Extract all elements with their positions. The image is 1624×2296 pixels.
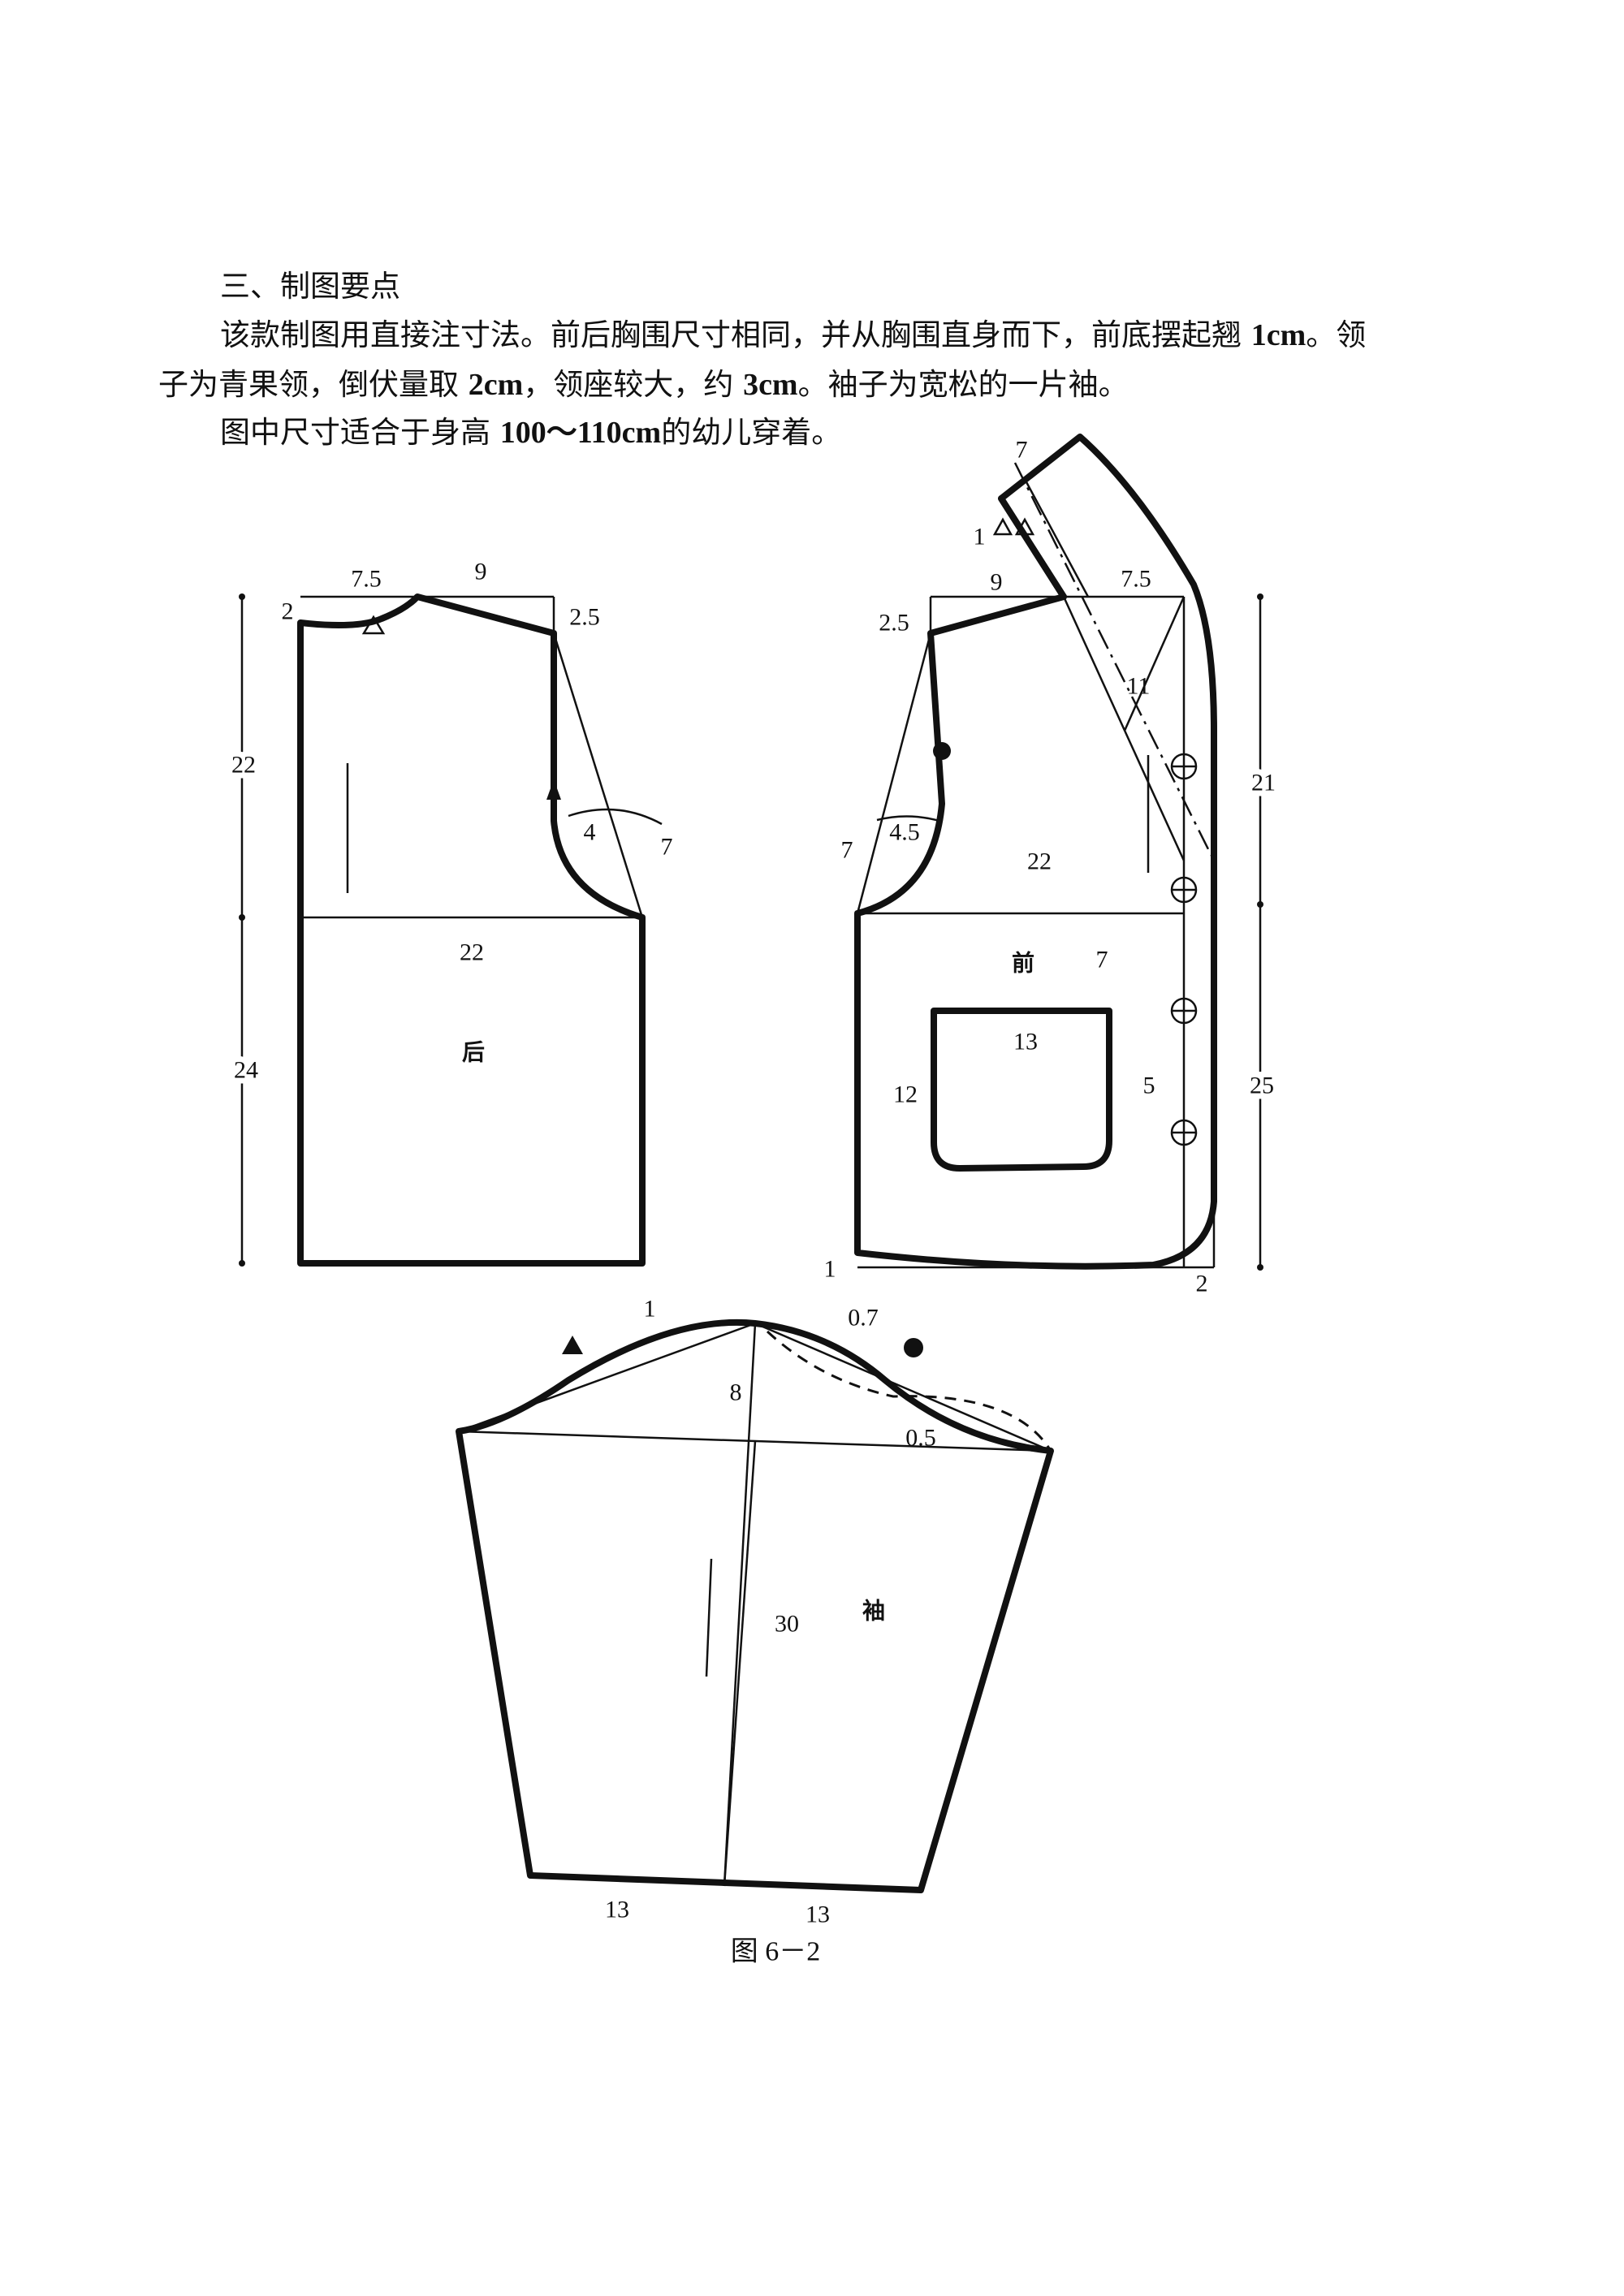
- dim-label: 13: [1013, 1029, 1038, 1055]
- dim-label: 13: [605, 1897, 629, 1923]
- button-icon: [1170, 997, 1198, 1025]
- dim-label: 13: [806, 1901, 830, 1928]
- section-heading: 三、制图要点: [220, 269, 400, 304]
- value: 2cm: [468, 368, 524, 402]
- dim-label: 7.5: [1121, 566, 1151, 593]
- dim-label: 7: [841, 837, 853, 864]
- value: 100～110cm: [499, 416, 662, 450]
- text: 子为青果领，倒伏量取: [158, 367, 459, 402]
- triangle-mark-icon: [992, 517, 1013, 536]
- dim-label: 8: [730, 1379, 742, 1406]
- dim-label: 9: [991, 569, 1003, 596]
- dim-label: 0.7: [848, 1305, 879, 1331]
- text: 。领: [1306, 317, 1367, 352]
- triangle-notch-icon: [562, 1336, 583, 1354]
- dim-label: 2: [282, 598, 294, 625]
- dim-label: 11: [1127, 673, 1151, 700]
- dim-label: 5: [1143, 1072, 1155, 1099]
- dim-label: 22: [460, 939, 484, 966]
- dim-label: 4.5: [889, 819, 920, 846]
- dim-label: 7: [661, 834, 673, 861]
- dim-label: 2.5: [879, 610, 909, 637]
- dim-label: 7.5: [351, 566, 382, 593]
- dim-label: 22: [1027, 848, 1052, 875]
- triangle-notch-icon: [546, 779, 561, 800]
- figure-caption: 图 6－2: [731, 1937, 821, 1967]
- dim-label: 1: [974, 524, 986, 550]
- paragraph-line-2: 子为青果领，倒伏量取 2cm，领座较大，约 3cm。袖子为宽松的一片袖。: [158, 369, 1129, 400]
- dim-label: 2.5: [569, 604, 600, 631]
- front-outline: [854, 434, 1217, 1270]
- dim-label: 30: [775, 1611, 799, 1638]
- paragraph-line-1: 该款制图用直接注寸法。前后胸围尺寸相同，并从胸围直身而下，前底摆起翘 1cm。领: [220, 320, 1366, 351]
- notch-dot-icon: [933, 742, 951, 760]
- button-icon: [1170, 1119, 1198, 1146]
- back-piece: 7.5 9 2 2.5 22 24 4 7 22 后: [226, 559, 673, 1267]
- dim-label: 7: [1096, 947, 1108, 973]
- dim-label: 25: [1250, 1072, 1274, 1099]
- button-icon: [1170, 876, 1198, 904]
- dim-label: 12: [893, 1081, 918, 1108]
- text: 的幼儿穿着。: [661, 415, 842, 450]
- dim-label: 22: [231, 752, 256, 779]
- notch-dot-icon: [904, 1338, 923, 1357]
- sleeve-piece: 1 0.7 8 0.5 30 袖 13 13: [456, 1296, 1054, 1928]
- value: 1cm: [1250, 318, 1307, 352]
- button-icon: [1170, 753, 1198, 780]
- text: ，领座较大，约: [523, 367, 734, 402]
- dim-label: 7: [1016, 437, 1028, 464]
- piece-label: 前: [1012, 950, 1034, 977]
- dim-label: 2: [1196, 1271, 1208, 1297]
- dim-label: 1: [824, 1256, 836, 1283]
- back-outline: [297, 593, 646, 1267]
- text: 图中尺寸适合于身高: [220, 415, 490, 450]
- dim-label: 9: [475, 559, 487, 585]
- sleeve-outline: [456, 1318, 1054, 1893]
- value: 3cm: [743, 368, 798, 402]
- pocket-outline: [931, 1008, 1112, 1172]
- button-marks: [1170, 753, 1198, 1146]
- piece-label: 袖: [862, 1598, 885, 1625]
- triangle-mark-icon: [361, 615, 386, 635]
- dim-label: 21: [1251, 770, 1276, 796]
- dim-label: 4: [584, 819, 596, 846]
- paragraph-line-3: 图中尺寸适合于身高 100～110cm的幼儿穿着。: [220, 417, 841, 448]
- dim-label: 1: [644, 1296, 656, 1323]
- text: 。袖子为宽松的一片袖。: [797, 367, 1129, 402]
- dim-label: 0.5: [905, 1425, 936, 1452]
- text: 该款制图用直接注寸法。前后胸围尺寸相同，并从胸围直身而下，前底摆起翘: [220, 317, 1242, 352]
- triangle-mark-icon: [1014, 517, 1035, 536]
- dim-label: 24: [234, 1057, 258, 1084]
- grainline-icon: [705, 1558, 713, 1677]
- piece-label: 后: [462, 1039, 485, 1066]
- front-piece: 7 1 9 7.5 2.5 11 21 7 4.5 22 前 7 13 12 5…: [824, 434, 1281, 1297]
